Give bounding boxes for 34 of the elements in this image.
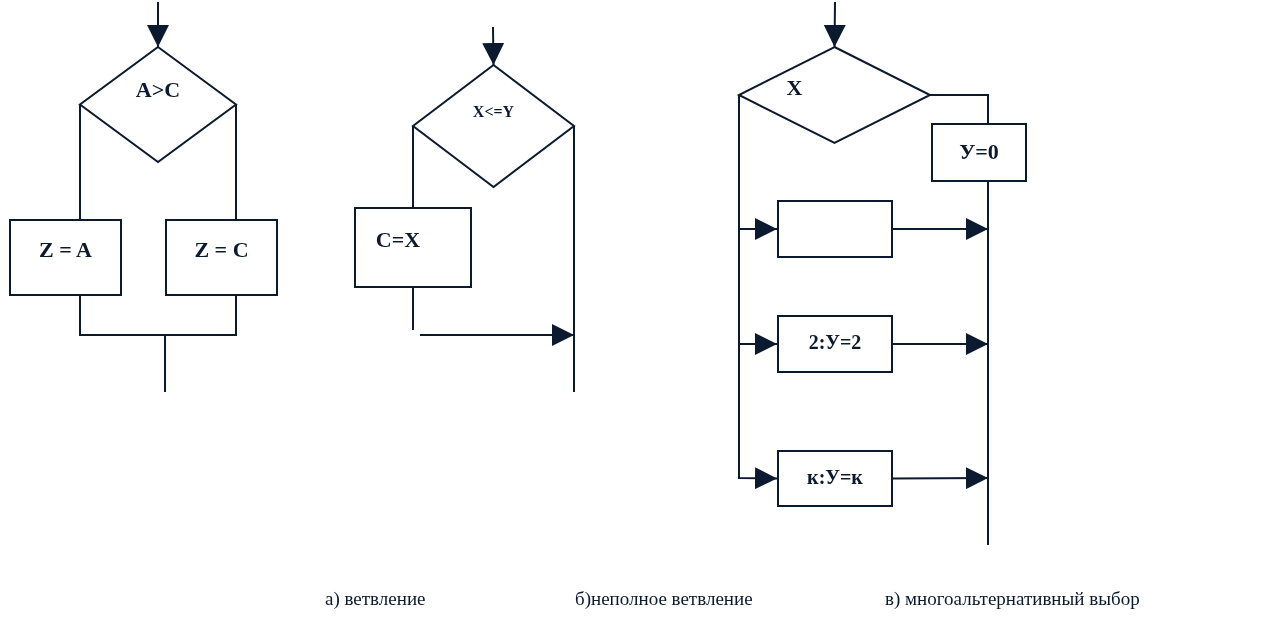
connector-line [164, 295, 237, 393]
arrow [892, 467, 989, 490]
condition-text: X [786, 75, 803, 101]
connector-line [987, 181, 989, 546]
caption-text: б)неполное ветвление [575, 588, 753, 610]
process-box [931, 123, 1027, 182]
decision-diamond [739, 47, 930, 143]
statement-text: Z = C [194, 237, 249, 263]
caption-text: в) многоальтернативный выбор [885, 588, 1140, 610]
connector-line [573, 125, 575, 393]
arrow [147, 1, 169, 48]
condition-text: A>C [135, 76, 181, 103]
arrow [892, 333, 989, 355]
decision-diamond [413, 65, 574, 187]
caption-text: а) ветвление [325, 588, 426, 610]
process-box [777, 450, 893, 507]
arrow [823, 1, 846, 48]
connector-line [929, 94, 989, 124]
arrow [412, 287, 575, 346]
connector-line [412, 125, 414, 208]
process-box [777, 200, 893, 258]
process-box [165, 219, 278, 296]
arrow [482, 26, 505, 66]
condition-text: X<=Y [472, 103, 515, 121]
arrow [892, 218, 989, 240]
statement-text: к:У=к [807, 466, 863, 489]
process-box [354, 207, 472, 288]
process-box [9, 219, 122, 296]
statement-text: 2:У=2 [808, 331, 862, 354]
statement-text: C=X [375, 227, 421, 253]
decision-diamond [80, 47, 236, 162]
statement-text: У=0 [959, 139, 999, 165]
process-box [777, 315, 893, 373]
statement-text: Z = A [39, 237, 92, 263]
